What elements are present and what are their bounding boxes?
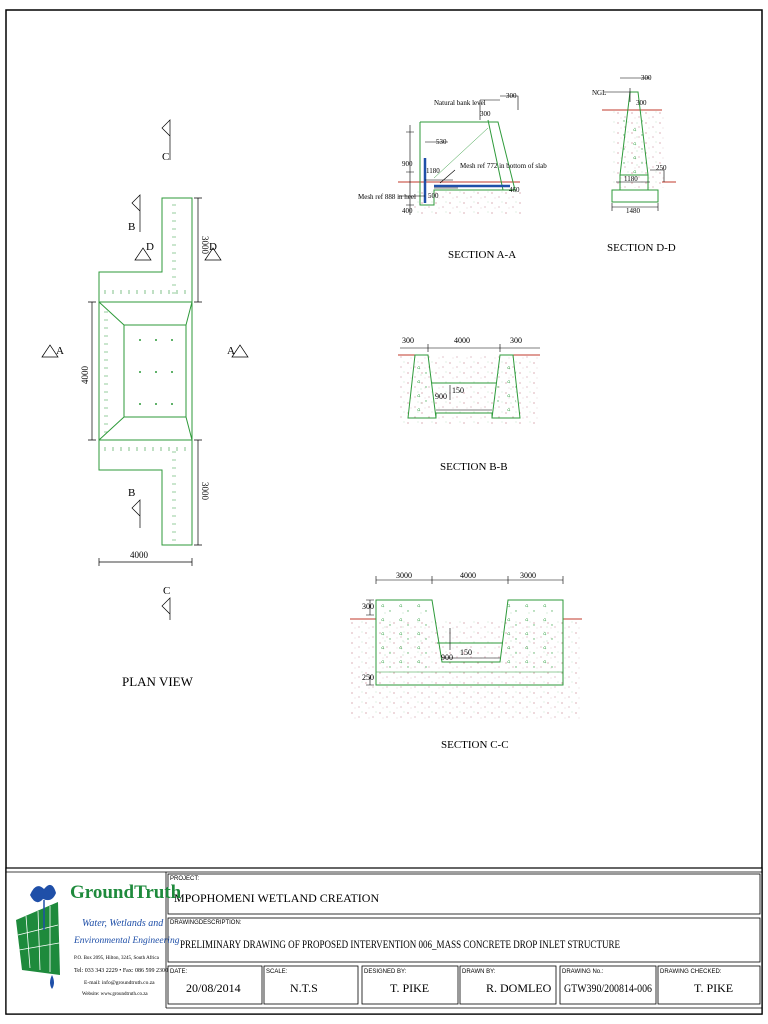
section-aa: Natural bank level 300 300 530 Mesh ref … xyxy=(358,92,547,261)
dd-dim-1180: 1180 xyxy=(624,175,638,183)
bb-title: SECTION B-B xyxy=(440,461,508,473)
groundtruth-logo: GroundTruth Water, Wetlands and Environm… xyxy=(16,882,182,997)
plan-mark-c-bottom: C xyxy=(163,585,170,597)
logo-contact: Tel: 033 343 2229 • Fax: 086 599 2300 xyxy=(74,968,168,974)
cc-dim-mid: 4000 xyxy=(460,571,476,580)
section-bb: 300 4000 300 150 900 SECTION B-B xyxy=(398,336,540,473)
bb-dim-mid: 4000 xyxy=(454,336,470,345)
plan-mark-d-left: D xyxy=(146,241,154,253)
cc-dim-right: 3000 xyxy=(520,571,536,580)
plan-dim-basin: 4000 xyxy=(80,366,90,385)
plan-mark-b-bottom: B xyxy=(128,487,135,499)
drawing-no-label: DRAWING No.: xyxy=(562,969,604,975)
section-cc: 3000 4000 3000 300 150 900 250 SECTION C… xyxy=(350,571,582,751)
aa-bank-note: Natural bank level xyxy=(434,99,486,107)
logo-email: E-mail: info@groundtruth.co.za xyxy=(84,979,155,986)
project-label: PROJECT: xyxy=(170,876,199,882)
aa-dim-500: 500 xyxy=(428,192,439,200)
logo-tagline-2: Environmental Engineering xyxy=(73,936,180,946)
checked-label: DRAWING CHECKED: xyxy=(660,969,722,975)
aa-title: SECTION A-A xyxy=(448,249,516,261)
aa-dim-300a: 300 xyxy=(506,92,517,100)
aa-dim-400: 400 xyxy=(402,207,413,215)
plan-mark-c-top: C xyxy=(162,151,169,163)
cc-dim-250: 250 xyxy=(362,673,374,682)
plan-mark-a-left: A xyxy=(56,345,64,357)
plan-view xyxy=(98,197,193,546)
plan-mark-d-right: D xyxy=(209,241,217,253)
date-label: DATE: xyxy=(170,969,188,975)
dd-ngl: NGL xyxy=(592,89,606,97)
plan-dim-lower: 3000 xyxy=(200,482,210,501)
logo-website: Website: www.groundtruth.co.za xyxy=(82,992,148,997)
dd-dim-300b: 300 xyxy=(636,99,647,107)
date-value: 20/08/2014 xyxy=(186,981,241,995)
description-text: PRELIMINARY DRAWING OF PROPOSED INTERVEN… xyxy=(180,939,620,951)
aa-dim-1180: 1180 xyxy=(426,167,440,175)
aa-mesh-slab: Mesh ref 772 in bottom of slab xyxy=(460,162,547,170)
cc-dim-left: 3000 xyxy=(396,571,412,580)
drawn-by-value: R. DOMLEO xyxy=(486,981,552,995)
cc-dim-300: 300 xyxy=(362,602,374,611)
title-block: PROJECT: MPOPHOMENI WETLAND CREATION DRA… xyxy=(5,867,763,1015)
description-label: DRAWINGDESCRIPTION: xyxy=(170,920,242,926)
drawing-no-value: GTW390/200814-006 xyxy=(564,983,652,995)
plan-basin xyxy=(123,324,187,418)
aa-dim-460: 460 xyxy=(509,186,520,194)
aa-dim-900: 900 xyxy=(402,160,413,168)
plan-mark-b-top: B xyxy=(128,221,135,233)
drawn-by-label: DRAWN BY: xyxy=(462,969,496,975)
aa-dim-530: 530 xyxy=(436,138,447,146)
plan-title: PLAN VIEW xyxy=(122,674,194,689)
dd-title: SECTION D-D xyxy=(607,242,676,254)
aa-dim-300b: 300 xyxy=(480,110,491,118)
scale-value: N.T.S xyxy=(290,981,318,995)
checked-value: T. PIKE xyxy=(694,981,733,995)
logo-tagline-1: Water, Wetlands and xyxy=(82,918,164,929)
plan-dim-width: 4000 xyxy=(130,550,149,560)
bb-dim-150: 150 xyxy=(452,386,464,395)
designed-by-value: T. PIKE xyxy=(390,981,429,995)
logo-name: GroundTruth xyxy=(70,882,182,903)
aa-mesh-heel: Mesh ref 888 in heel xyxy=(358,193,416,201)
plan-dim-upper: 3000 xyxy=(200,236,210,255)
cc-title: SECTION C-C xyxy=(441,739,509,751)
cc-dim-150: 150 xyxy=(460,648,472,657)
plan-mark-a-right: A xyxy=(227,345,235,357)
section-dd: NGL 300 300 250 1180 1480 SECTION D-D xyxy=(592,74,676,254)
bb-dim-left: 300 xyxy=(402,336,414,345)
dd-dim-300a: 300 xyxy=(641,74,652,82)
logo-address: P.O. Box 2095, Hilton, 3245, South Afric… xyxy=(74,956,160,961)
bb-dim-900: 900 xyxy=(435,392,447,401)
designed-by-label: DESIGNED BY: xyxy=(364,969,407,975)
cc-dim-900: 900 xyxy=(441,653,453,662)
scale-label: SCALE: xyxy=(266,969,288,975)
dd-dim-1480: 1480 xyxy=(626,207,641,215)
dd-dim-250: 250 xyxy=(656,164,667,172)
project-name: MPOPHOMENI WETLAND CREATION xyxy=(174,891,379,905)
bb-dim-right: 300 xyxy=(510,336,522,345)
